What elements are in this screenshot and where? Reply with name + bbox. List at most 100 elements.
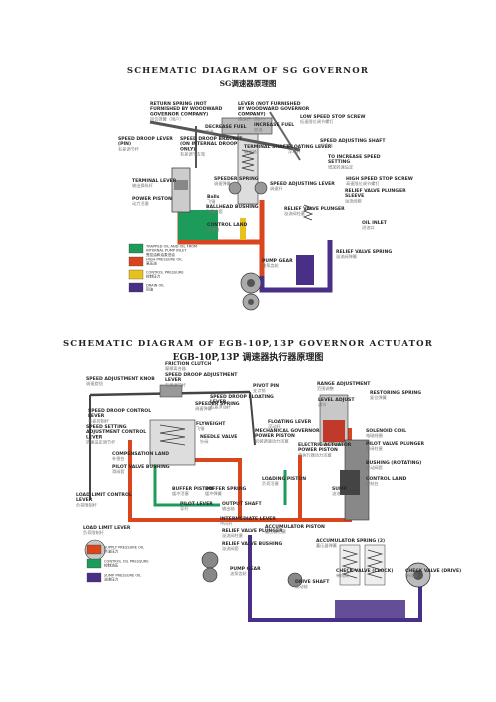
egb-label-zh-38: 负荷限制杆	[83, 529, 105, 536]
sg-label-zh-3: 加油	[254, 126, 262, 133]
diagram1-title: SCHEMATIC DIAGRAM OF SG GOVERNOR	[126, 66, 370, 76]
sg-legend-swatch-3	[128, 282, 144, 293]
egb-label-zh-17: 电执行器动力活塞	[298, 451, 332, 458]
egb-label-zh-26: 油池	[332, 490, 341, 497]
egb-label-zh-14: 转速设定调节杆	[86, 439, 116, 446]
sg-label-4: DECREASE FUEL	[205, 124, 247, 130]
sg-label-zh-12: 调速弹簧	[214, 180, 231, 187]
sg-label-3: INCREASE FUEL	[254, 122, 294, 128]
egb-label-20: BUSHING (ROTATING)	[366, 460, 421, 466]
egb-legend-label-2: SUMP PRESSURE OIL	[104, 574, 141, 578]
egb-label-zh-29: 中间杆	[220, 520, 233, 527]
sg-label-8: FLOATING LEVER	[288, 144, 332, 150]
egb-label-zh-24: 缓冲弹簧	[205, 490, 222, 497]
egb-legend-zh-2: 油池压力	[104, 577, 119, 582]
diagram1-subtitle: SG调速器原理图	[219, 79, 277, 88]
sg-legend-swatch-1	[128, 256, 144, 267]
sg-legend-zh-0: 受控油和油泵进油	[146, 252, 175, 257]
egb-label-35: CHECK VALVE (CLOCK)	[336, 568, 393, 574]
sg-label-zh-5: 有差调节杆	[118, 145, 140, 152]
sg-label-zh-4: 减油	[205, 128, 213, 135]
egb-label-6: RESTORING SPRING	[370, 390, 421, 396]
diagram2-subtitle: EGB-10P,13P 调速器执行器原理图	[172, 353, 324, 363]
sg-label-15: SPEED ADJUSTING LEVER	[270, 181, 335, 187]
sg-label-zh-6: 有差调节支架	[180, 151, 205, 158]
sg-label-9: SPEED ADJUSTING SHAFT	[320, 138, 386, 144]
sg-legend-zh-2: 控制压力	[146, 274, 161, 279]
egb-label-zh-33: 蓄压器弹簧	[316, 542, 337, 549]
egb-label-zh-25: 负荷活塞	[262, 480, 280, 487]
egb-label-zh-0: 摩擦离合器	[165, 365, 187, 372]
sg-label-zh-17: 动力活塞	[132, 200, 150, 207]
egb-label-zh-22: 负荷限制杆	[76, 501, 98, 508]
egb-label-30: RELIEF VALVE PLUNGER	[222, 528, 283, 534]
egb-label-zh-6: 复位弹簧	[370, 394, 387, 401]
sg-label-zh-20: 进油口	[362, 224, 375, 231]
egb-legend-label-0: SUPPLY PRESSURE OIL	[104, 546, 144, 550]
diagram2-title: SCHEMATIC DIAGRAM OF EGB-10P,13P GOVERNO…	[62, 339, 434, 349]
egb-label-zh-15: 补偿台	[112, 455, 125, 462]
egb-label-zh-5: 有差浮动杆	[210, 403, 232, 410]
egb-actuator-drawing	[84, 384, 431, 622]
sg-label-14: Balls	[207, 194, 220, 200]
egb-legend-swatch-0	[86, 544, 102, 555]
egb-label-zh-31: 溢流阀套	[222, 545, 240, 552]
egb-label-zh-23: 缓冲活塞	[172, 490, 190, 497]
egb-label-34: PUMP GEAR	[230, 566, 261, 572]
egb-label-zh-37: 驱动轴	[295, 583, 308, 590]
egb-label-4: RANGE ADJUSTMENT	[317, 381, 371, 387]
egb-label-zh-3: 支点销	[253, 387, 266, 394]
egb-label-31: RELIEF VALVE BUSHING	[222, 541, 283, 547]
sg-label-zh-21: 控制台	[207, 226, 220, 233]
egb-label-9: SPEEDER SPRING	[195, 401, 240, 407]
sg-label-zh-19: 溢流阀柱塞	[284, 210, 306, 217]
sg-legend-label-2: CONTROL PRESSURE	[146, 271, 184, 275]
egb-label-38: LOAD LIMIT LEVER	[83, 525, 131, 531]
egb-label-zh-28: 输出轴	[222, 505, 235, 512]
egb-label-27: PILOT LEVER	[180, 501, 213, 507]
egb-label-7: LEVEL ADJUST	[318, 397, 355, 403]
sg-label-17: POWER PISTON	[132, 196, 172, 202]
egb-label-18: PILOT VALVE PLUNGER	[366, 441, 424, 447]
sg-label-7: TERMINAL SHAFT	[244, 144, 290, 150]
egb-label-23: BUFFER PISTON	[172, 486, 213, 492]
egb-label-13: SOLENOID COIL	[366, 428, 406, 434]
sg-label-zh-11: 输出操纵杆	[132, 182, 154, 189]
egb-label-11: NEEDLE VALVE	[200, 434, 237, 440]
egb-label-zh-9: 调速弹簧	[195, 405, 212, 412]
egb-label-32: ACCUMULATOR PISTON	[265, 524, 325, 530]
egb-label-15: COMPENSATION LAND	[112, 451, 169, 457]
egb-label-zh-20: 转动阀套	[366, 464, 384, 471]
egb-label-25: LOADING PISTON	[262, 476, 306, 482]
sg-label-21: CONTROL LAND	[207, 222, 248, 228]
egb-label-zh-32: 蓄压器活塞	[265, 528, 287, 535]
sg-label-zh-18: 飞锤座套	[206, 208, 224, 215]
egb-label-29: INTERMEDIATE LEVER	[220, 516, 276, 522]
sg-label-22: PUMP GEAR	[262, 258, 293, 264]
sg-legend-zh-3: 回油	[146, 287, 154, 292]
egb-label-zh-2: 调速旋钮	[86, 380, 103, 387]
sg-label-18: BALLHEAD BUSHING	[206, 204, 259, 210]
egb-label-zh-27: 导杆	[180, 505, 189, 512]
egb-label-10: FLYWEIGHT	[196, 421, 226, 427]
egb-label-zh-34: 油泵齿轮	[230, 570, 248, 577]
sg-label-19: RELIEF VALVE PLUNGER	[284, 206, 345, 212]
sg-label-zh-10: 增加转速设定	[328, 163, 353, 170]
sg-label-11: TERMINAL LEVER	[132, 178, 177, 184]
egb-legend-zh-1: 控制油压	[104, 563, 119, 568]
sg-label-5: SPEED DROOP LEVER(PIN)	[118, 136, 173, 147]
egb-label-zh-1: 有差调节杆	[165, 381, 187, 388]
sg-label-zh-13: 高速限位调节螺钉	[346, 180, 380, 187]
egb-label-21: CONTROL LAND	[366, 476, 407, 482]
sg-label-20: OIL INLET	[362, 220, 388, 226]
egb-label-zh-21: 控制台	[366, 480, 379, 487]
egb-label-zh-8: 有差控制杆	[88, 417, 110, 424]
